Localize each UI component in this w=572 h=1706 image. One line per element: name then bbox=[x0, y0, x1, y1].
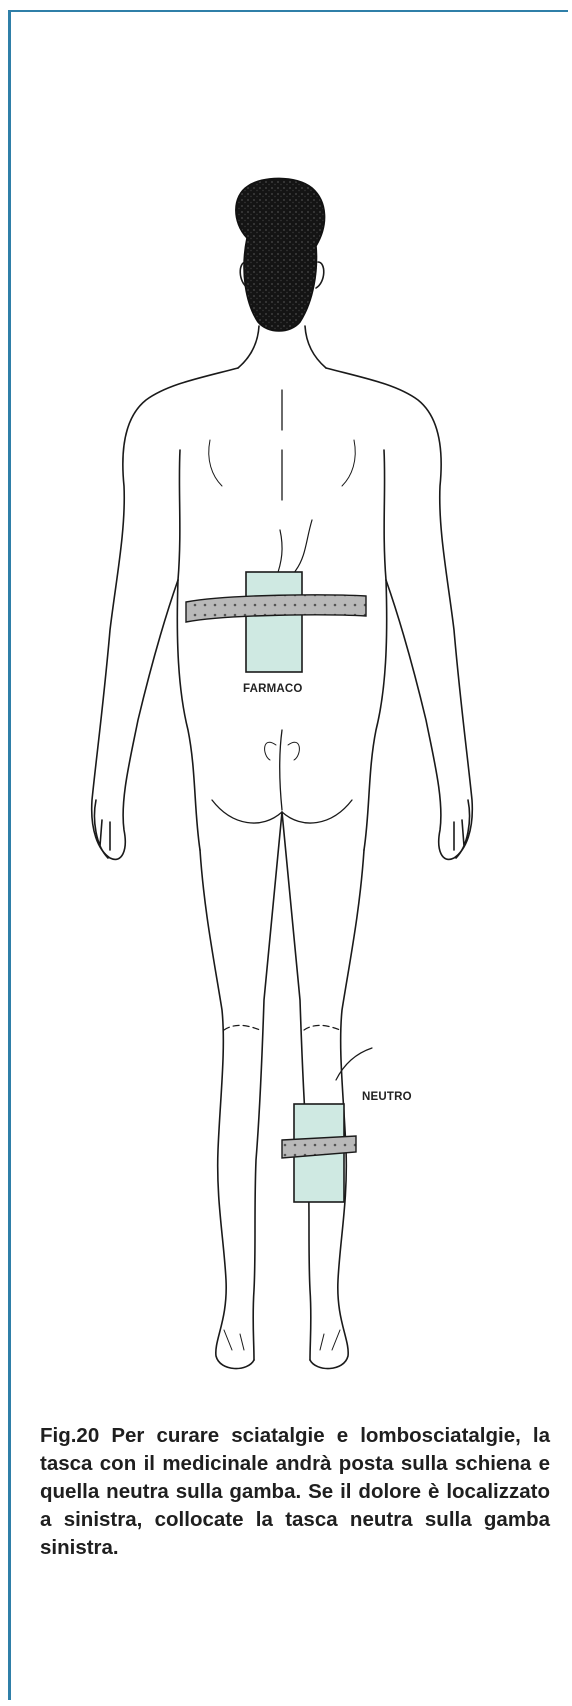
leg-strap bbox=[282, 1136, 356, 1158]
drug-pad bbox=[246, 572, 302, 672]
body-back-illustration: FARMACO NEUTRO bbox=[0, 0, 572, 1420]
drug-pad-label: FARMACO bbox=[243, 683, 303, 695]
figure-caption: Fig.20 Per curare sciatalgie e lomboscia… bbox=[40, 1422, 550, 1562]
head-hair bbox=[236, 178, 325, 331]
neutral-pad-label: NEUTRO bbox=[362, 1091, 412, 1103]
